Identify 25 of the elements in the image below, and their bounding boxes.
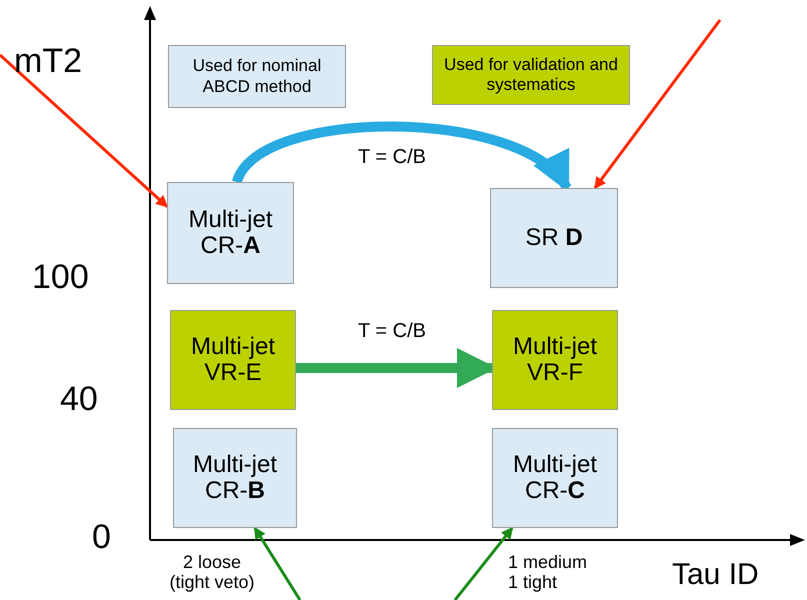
region-label: Multi-jet VR-F [512, 334, 598, 386]
region-box [492, 310, 618, 410]
arrow [254, 526, 302, 600]
region-box [490, 188, 618, 288]
region-label: Multi-jet CR-B [192, 452, 278, 504]
region-label: Multi-jet CR-C [512, 452, 598, 504]
axis-title: Tau ID [672, 558, 759, 592]
axis-tick-label: 40 [60, 380, 98, 419]
arrow [454, 526, 514, 600]
axis-tick-label: 0 [92, 518, 111, 557]
region-label: Multi-jet CR-A [187, 206, 274, 260]
region-label: Multi-jet VR-E [190, 334, 276, 386]
legend-text: Used for validation and systematics [443, 54, 619, 96]
arrow [594, 19, 722, 190]
region-box [167, 182, 294, 284]
category-label: 1 medium 1 tight [508, 553, 588, 593]
axis-tick-label: 100 [32, 258, 89, 297]
legend-text: Used for nominal ABCD method [192, 56, 322, 97]
axis-title: mT2 [14, 42, 82, 81]
category-label: 2 loose (tight veto) [168, 553, 256, 593]
region-box [173, 428, 297, 528]
region-box [492, 428, 618, 528]
region-label: SR D [525, 224, 583, 252]
region-box [170, 310, 296, 410]
arrow [0, 54, 168, 208]
